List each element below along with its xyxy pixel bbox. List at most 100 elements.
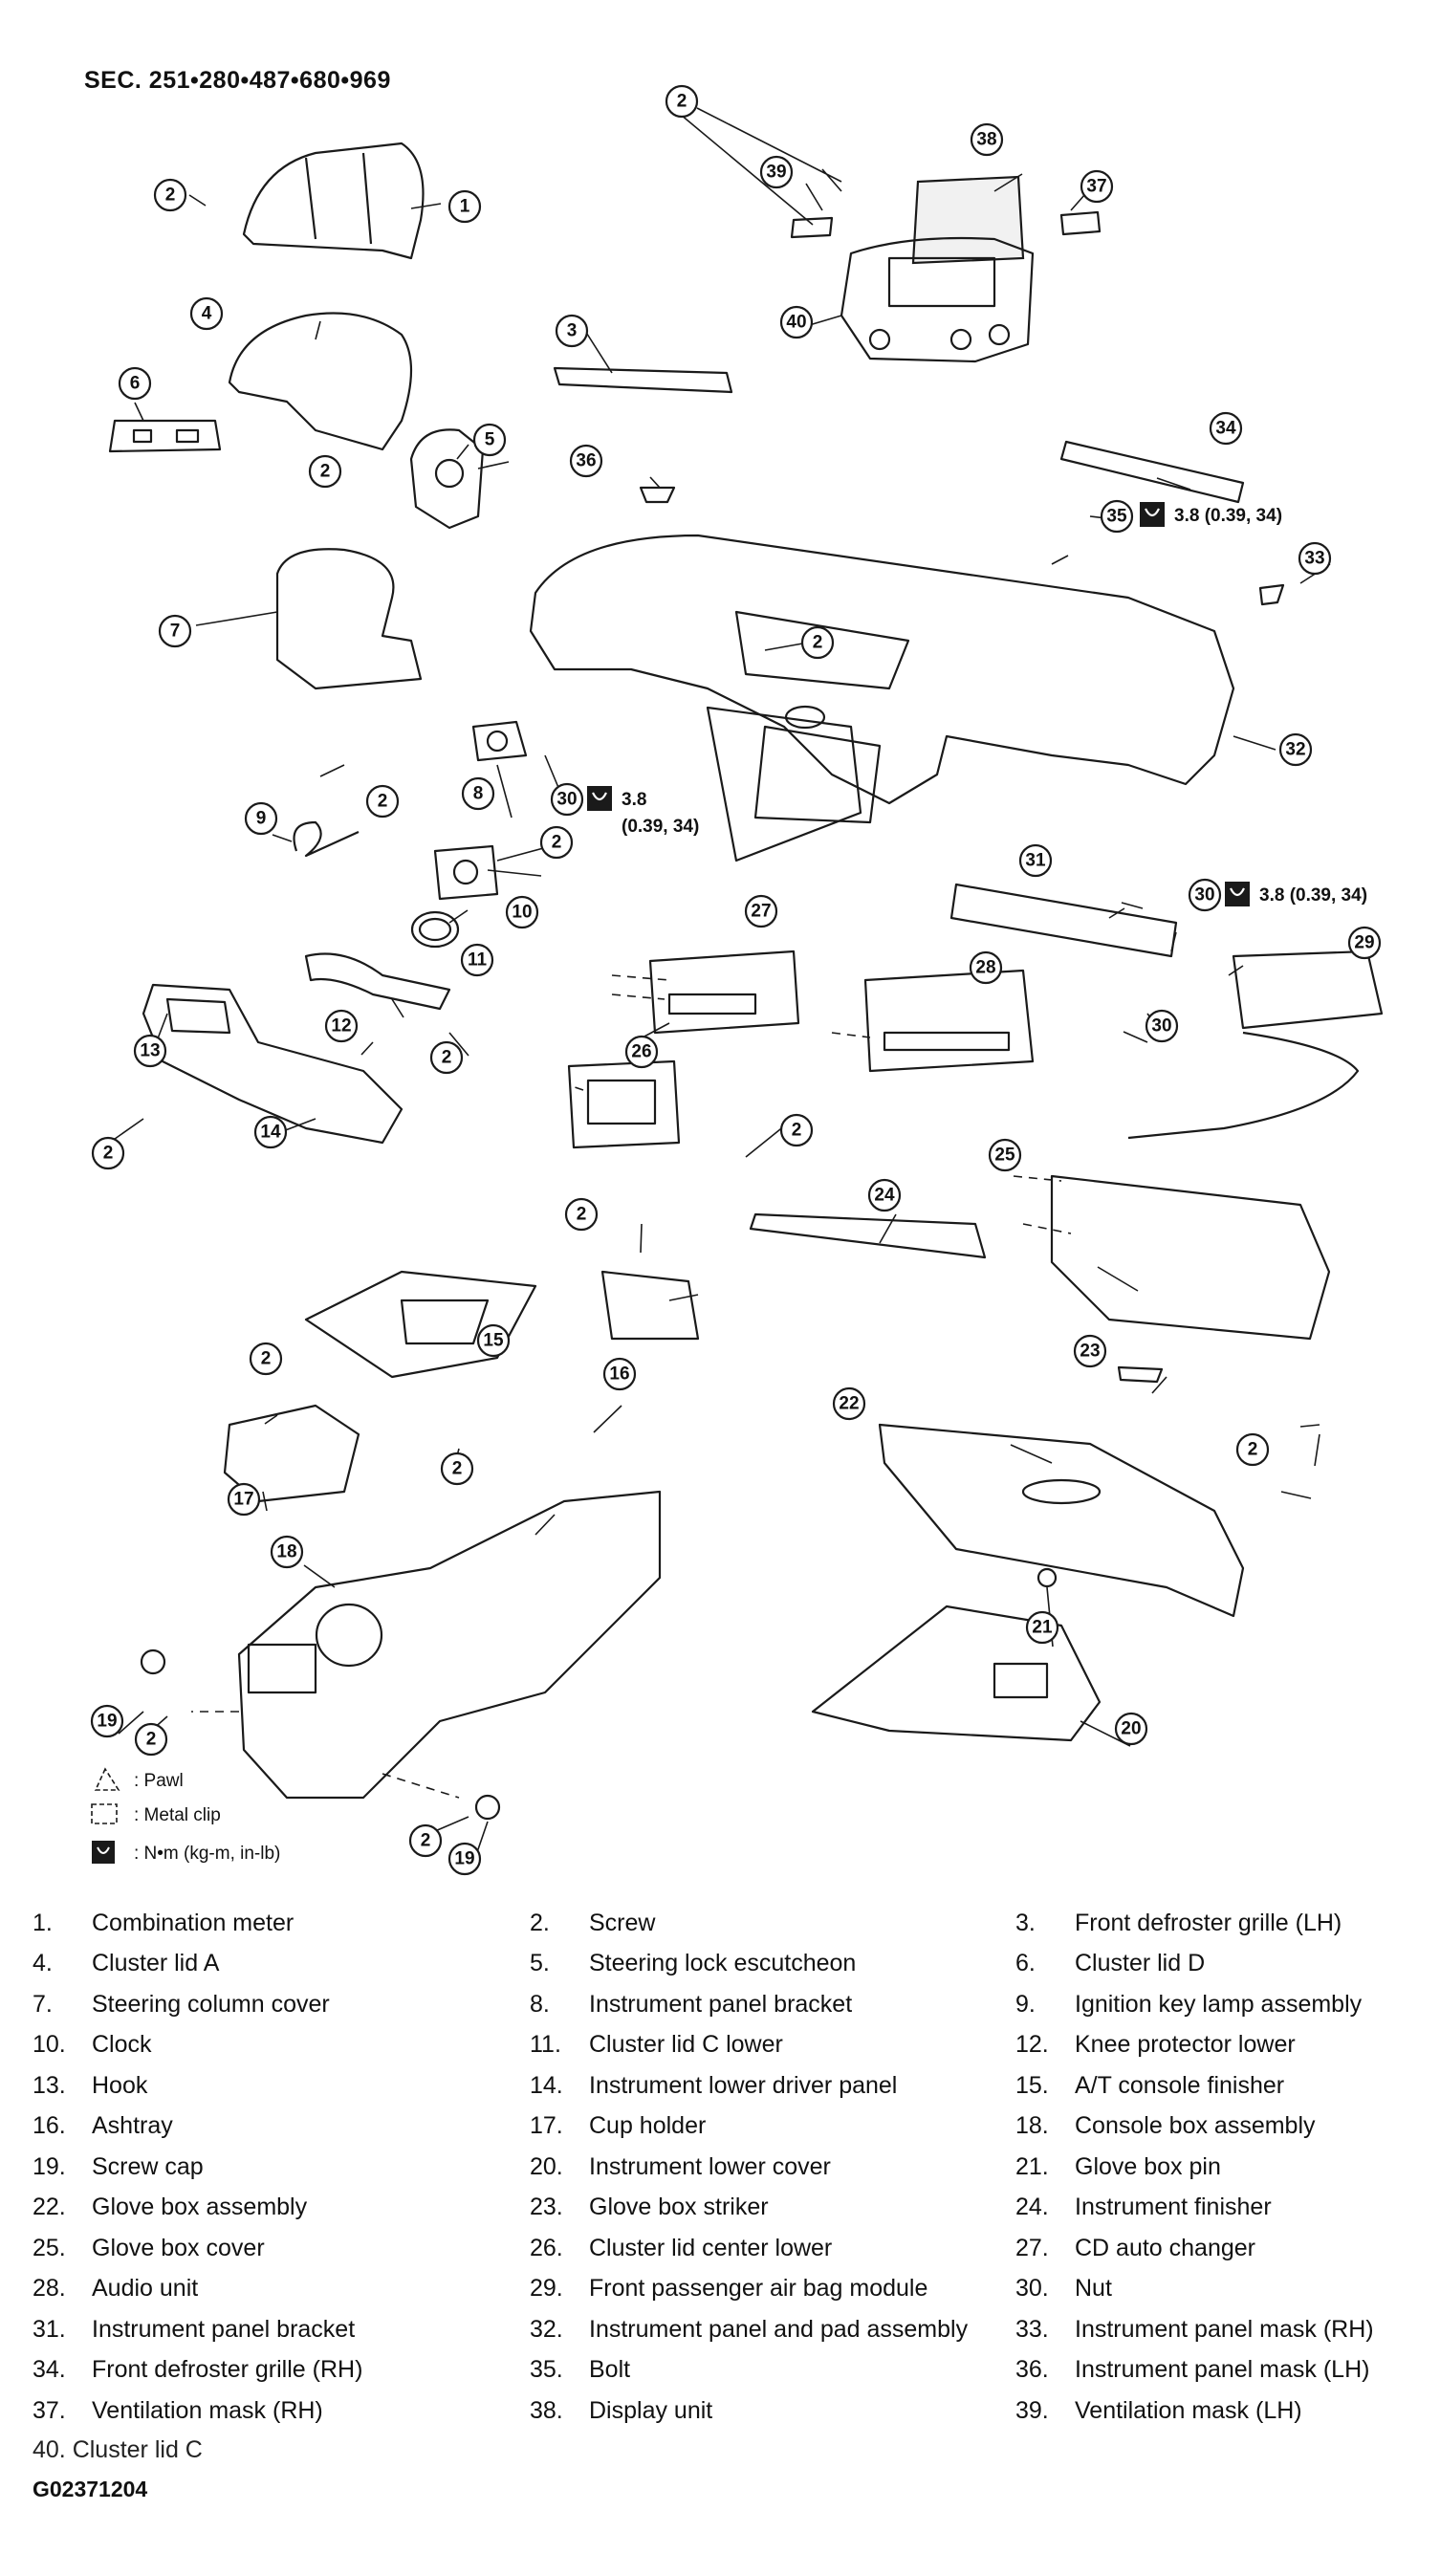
callout-14: 14 (253, 1115, 288, 1149)
callout-34: 34 (1209, 411, 1243, 446)
cluster-lid-c (840, 236, 1035, 363)
callout-2: 2 (564, 1197, 599, 1232)
legend: : Pawl : Metal clip : N•m (kg-m, in-lb) (91, 1767, 280, 1864)
svg-text:10: 10 (512, 903, 532, 923)
part-number: 23. (530, 2194, 563, 2221)
callout-2: 2 (779, 1113, 814, 1147)
svg-text:2: 2 (261, 1349, 272, 1369)
part-number: 22. (33, 2194, 66, 2221)
part-number: 19. (33, 2152, 66, 2180)
part-name: Display unit (589, 2396, 713, 2424)
part-number: 6. (1015, 1950, 1036, 1977)
parts-list-entry: 7.Steering column cover (33, 1984, 530, 2025)
part-name: Ventilation mask (LH) (1075, 2396, 1302, 2424)
part-name: Instrument lower cover (589, 2152, 831, 2180)
svg-text:2: 2 (421, 1831, 431, 1851)
svg-text:17: 17 (233, 1490, 253, 1510)
instrument-panel-bracket-31 (949, 883, 1178, 958)
parts-list-entry: 34. Front defroster grille (RH) (33, 2350, 530, 2391)
torque-spec-35: 3.8 (0.39, 34) (1140, 502, 1282, 527)
part-number: 36. (1015, 2356, 1049, 2384)
part-name: Hook (92, 2071, 148, 2099)
cutoff-list-entry: 40. Cluster lid C (33, 2436, 203, 2463)
svg-text:23: 23 (1080, 1342, 1100, 1362)
parts-list-entry: 18.Console box assembly (1015, 2107, 1419, 2148)
callout-25: 25 (988, 1138, 1022, 1172)
callout-10: 10 (505, 895, 539, 929)
callout-30: 30 (1188, 878, 1222, 912)
callout-2: 2 (1235, 1432, 1270, 1467)
part-name: Bolt (589, 2356, 631, 2384)
pawl-symbol: : Pawl (94, 1767, 184, 1791)
front-passenger-air-bag-module (1127, 950, 1384, 1140)
part-number: 37. (33, 2396, 66, 2424)
screw-caps (140, 1648, 501, 1821)
callout-2: 2 (800, 625, 835, 660)
callout-32: 32 (1278, 732, 1313, 767)
parts-list-entry: 3.Front defroster grille (LH) (1015, 1903, 1419, 1944)
svg-text:22: 22 (839, 1394, 859, 1414)
part-number: 35. (530, 2356, 563, 2384)
part-number: 30. (1015, 2275, 1049, 2303)
svg-text:34: 34 (1215, 419, 1236, 439)
callout-12: 12 (324, 1009, 359, 1043)
section-title: SEC. 251•280•487•680•969 (84, 67, 391, 94)
svg-text:12: 12 (331, 1016, 351, 1037)
part-number: 27. (1015, 2234, 1049, 2261)
callout-35: 35 (1100, 499, 1134, 534)
parts-list-entry: 1.Combination meter (33, 1903, 530, 1944)
parts-list-entry: 9.Ignition key lamp assembly (1015, 1984, 1419, 2025)
svg-text:30: 30 (1151, 1016, 1171, 1037)
svg-text:2: 2 (577, 1205, 587, 1225)
svg-text:19: 19 (97, 1712, 117, 1732)
part-name: Instrument panel and pad assembly (589, 2315, 969, 2343)
svg-text:2: 2 (165, 186, 176, 206)
svg-text:28: 28 (975, 958, 995, 978)
svg-text:25: 25 (994, 1146, 1015, 1166)
ignition-key-lamp (293, 820, 360, 858)
callout-19: 19 (447, 1842, 482, 1876)
svg-text:37: 37 (1086, 177, 1106, 197)
callout-7: 7 (158, 614, 192, 648)
parts-list-entry: 25.Glove box cover (33, 2228, 530, 2269)
part-name: Cluster lid C lower (589, 2031, 783, 2059)
parts-list-entry: 14.Instrument lower driver panel (530, 2065, 1015, 2107)
clock (433, 844, 499, 901)
steering-lock-escutcheon (409, 428, 485, 530)
part-name: Front defroster grille (RH) (92, 2356, 363, 2384)
cluster-lid-d (108, 419, 222, 453)
parts-list-entry: 10. Clock (33, 2025, 530, 2066)
part-name: Clock (92, 2031, 152, 2059)
torque-spec-30-right: 3.8 (0.39, 34) (1225, 882, 1367, 906)
svg-text:9: 9 (256, 809, 267, 829)
svg-text:19: 19 (454, 1849, 474, 1869)
svg-text:5: 5 (485, 430, 495, 450)
svg-text:26: 26 (631, 1042, 651, 1062)
part-number: 18. (1015, 2112, 1049, 2140)
svg-text:18: 18 (276, 1542, 296, 1562)
svg-text:29: 29 (1354, 933, 1374, 953)
glove-box-cover (1050, 1174, 1331, 1341)
parts-list-entry: 39.Ventilation mask (LH) (1015, 2390, 1419, 2432)
callout-19: 19 (90, 1704, 124, 1738)
part-number: 21. (1015, 2152, 1049, 2180)
part-number: 2. (530, 1909, 550, 1936)
callout-21: 21 (1025, 1610, 1059, 1645)
instrument-panel-mask-rh (1258, 583, 1285, 606)
part-number: 20. (530, 2152, 563, 2180)
svg-text:40: 40 (786, 313, 806, 333)
part-number: 31. (33, 2315, 66, 2343)
callout-2: 2 (429, 1040, 464, 1075)
callout-33: 33 (1298, 541, 1332, 576)
part-number: 29. (530, 2275, 563, 2303)
part-number: 34. (33, 2356, 66, 2384)
knee-protector-lower (304, 952, 451, 1011)
callout-13: 13 (133, 1034, 167, 1068)
part-name: Steering column cover (92, 1990, 330, 2018)
callout-1: 1 (447, 189, 482, 224)
part-name: Screw (589, 1909, 656, 1936)
svg-text:13: 13 (140, 1041, 160, 1061)
part-number: 10. (33, 2031, 66, 2059)
part-number: 38. (530, 2396, 563, 2424)
